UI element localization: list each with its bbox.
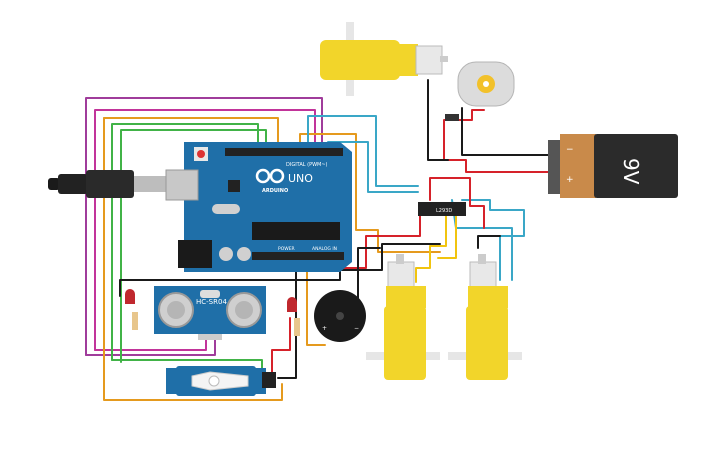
crystal [212, 204, 240, 214]
battery-label: 9V [619, 158, 643, 185]
wire-magenta-bottom[interactable] [94, 337, 207, 351]
digital-label: DIGITAL (PWM~) [286, 162, 328, 168]
wire-magenta[interactable] [94, 109, 316, 351]
wire-yellow[interactable] [415, 213, 447, 283]
wire-red-driver[interactable] [429, 177, 485, 229]
wire-orange-buzzer[interactable] [306, 237, 326, 346]
wire-purple-bottom[interactable] [85, 337, 216, 356]
battery-plus: + [566, 175, 574, 185]
buzzer-plus: + [322, 325, 327, 332]
switch[interactable] [445, 114, 459, 121]
capacitor [237, 247, 251, 261]
sensor-label: HC-SR04 [196, 298, 227, 306]
gear-motor-left[interactable] [366, 254, 440, 380]
gear-motor-right[interactable] [448, 254, 522, 380]
driver-label: L293D [436, 208, 452, 214]
usb-chip [228, 180, 240, 192]
led-left[interactable] [125, 289, 138, 330]
l293d-driver[interactable]: L293D [418, 202, 466, 216]
resistor-right [294, 318, 300, 336]
arduino-model: UNO [288, 172, 313, 185]
arduino-brand: ARDUINO [262, 188, 288, 194]
battery-9v[interactable]: − + 9V [548, 134, 678, 198]
wire-black-battery[interactable] [461, 107, 549, 156]
power-analog-header [252, 252, 344, 260]
usb-port [165, 169, 199, 201]
wire-red-battery[interactable] [443, 119, 549, 173]
piezo-buzzer[interactable]: + − [314, 290, 366, 342]
resistor-left [132, 312, 138, 330]
wire-green[interactable] [111, 123, 259, 361]
wire-green-bottom[interactable] [120, 129, 267, 363]
wire-red-servo[interactable] [271, 317, 291, 373]
wire-teal-1[interactable] [307, 115, 419, 187]
gear-motor-top[interactable] [320, 22, 448, 96]
buzzer-minus: − [354, 325, 359, 332]
arduino-uno[interactable]: ARDUINO UNO DIGITAL (PWM~) POWER ANALOG … [165, 142, 352, 272]
atmega-chip [252, 222, 340, 240]
wire-red-motor[interactable] [457, 109, 485, 121]
servo-motor[interactable] [166, 366, 276, 396]
ultrasonic-sensor[interactable]: HC-SR04 [154, 286, 266, 340]
wire-black-motor[interactable] [427, 79, 449, 161]
wire-orange[interactable] [103, 117, 283, 401]
wire-yellow-2[interactable] [437, 213, 457, 259]
arduino-logo-icon [255, 168, 285, 184]
power-label: POWER [278, 246, 295, 252]
analog-label: ANALOG IN [312, 246, 337, 252]
led-right[interactable] [287, 297, 300, 336]
capacitor [219, 247, 233, 261]
usb-cable[interactable] [48, 170, 166, 198]
wire-black-motor3[interactable] [477, 235, 501, 249]
wire-orange-right[interactable] [299, 133, 441, 253]
wire-orange-top[interactable] [103, 117, 279, 151]
power-jack [178, 240, 212, 268]
dc-motor[interactable] [457, 61, 515, 107]
wire-purple[interactable] [85, 97, 323, 356]
digital-header [225, 148, 343, 156]
servo-horn[interactable] [191, 371, 249, 391]
battery-minus: − [566, 145, 574, 155]
wires [85, 79, 549, 401]
